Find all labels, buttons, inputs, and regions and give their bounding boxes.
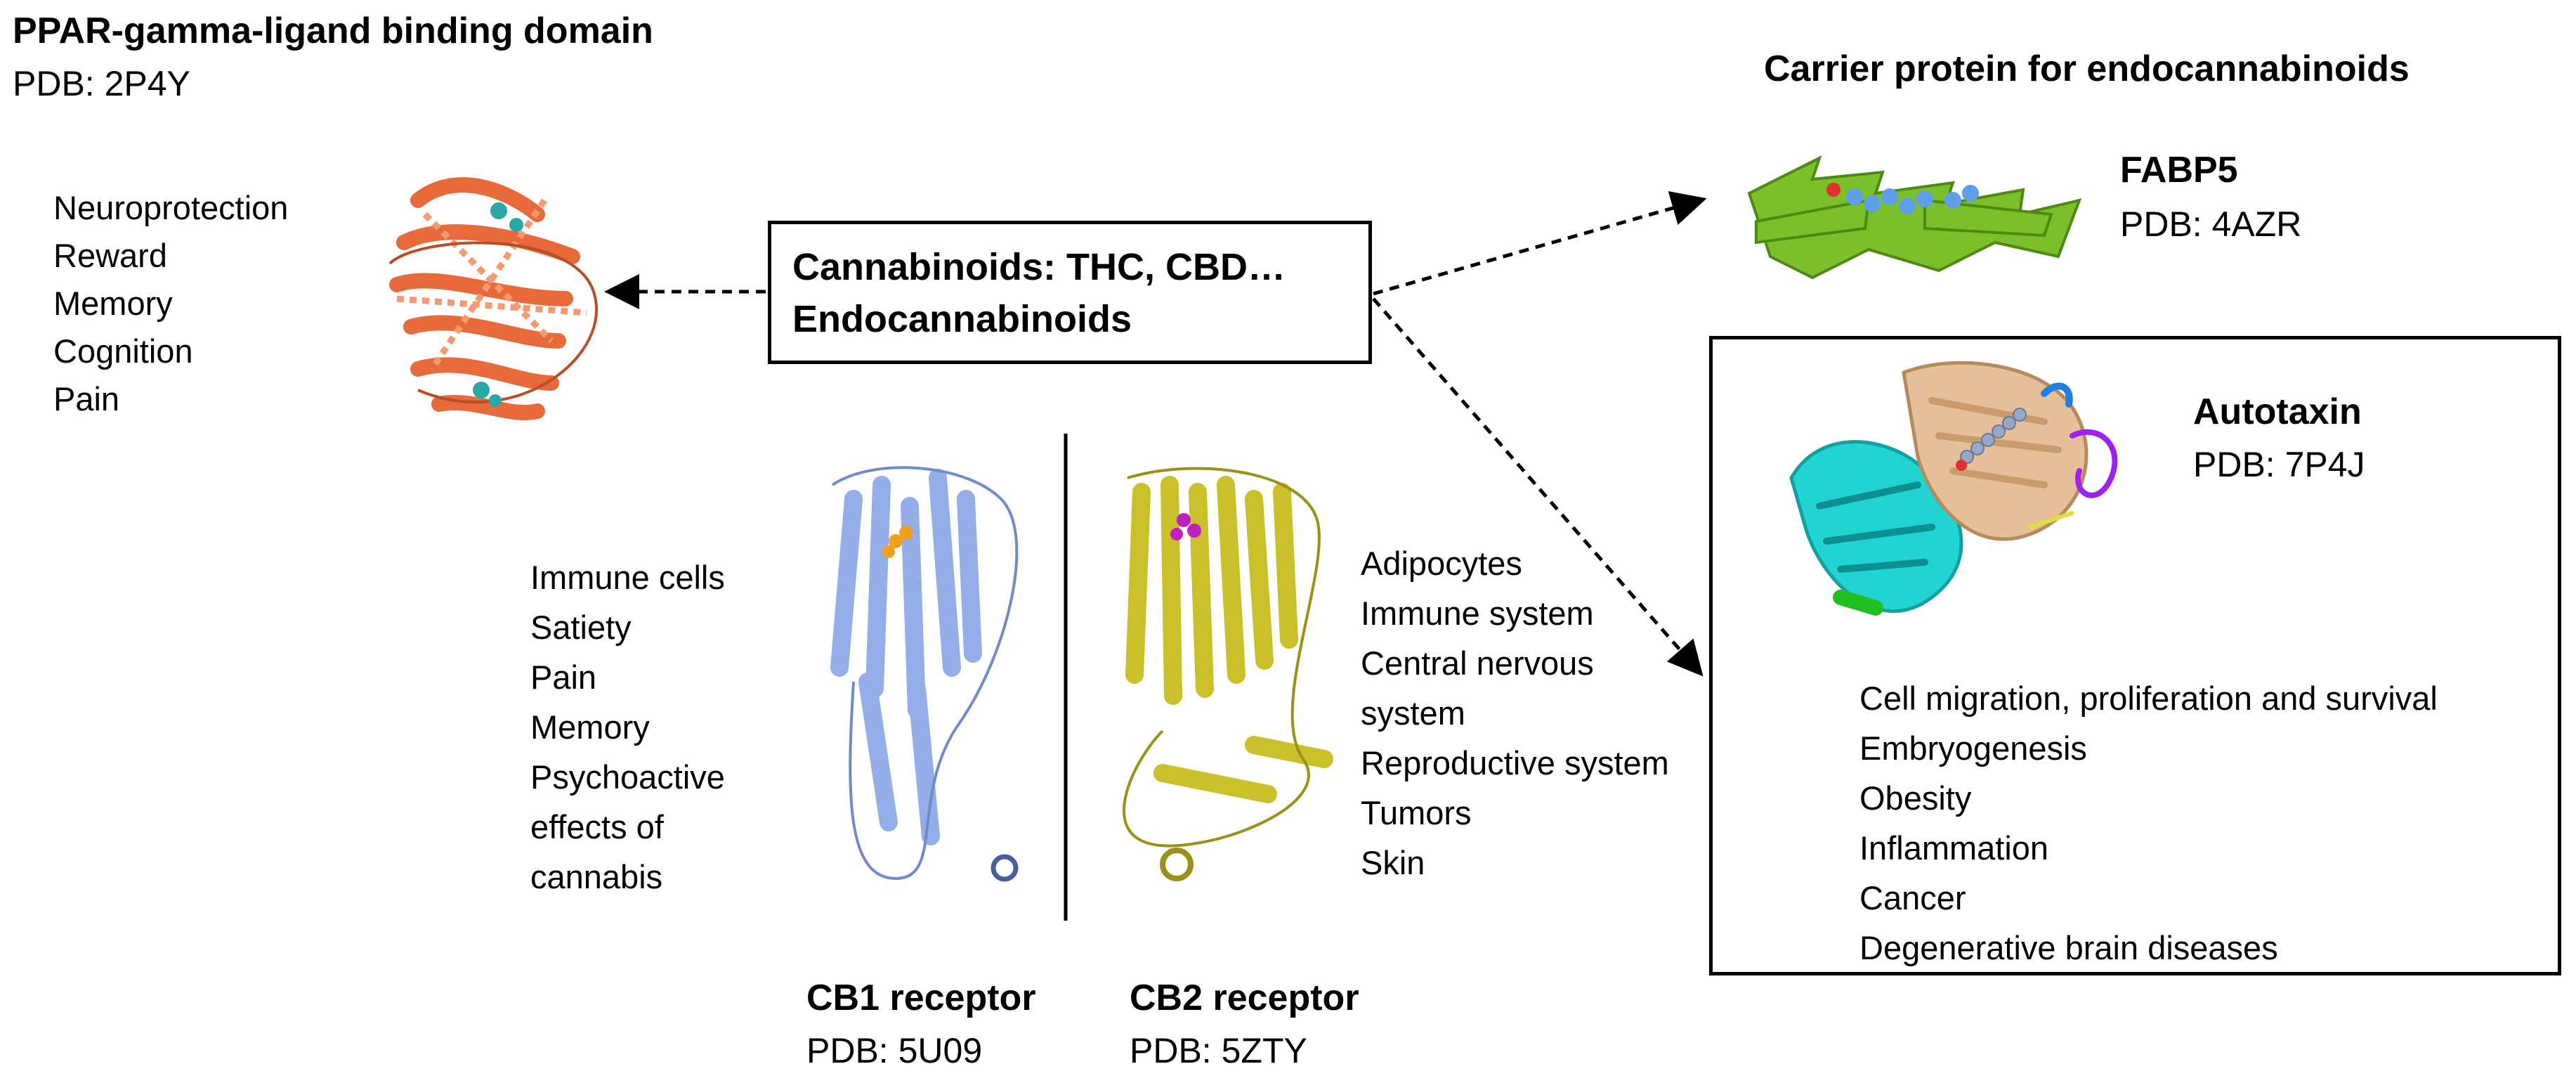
cb1-pdb: PDB: 5U09: [806, 1031, 983, 1070]
pparg-function-item: Reward: [53, 237, 167, 274]
cb2-function-item: Tumors: [1361, 794, 1472, 831]
pparg-function-item: Neuroprotection: [53, 189, 289, 226]
autotaxin-box: [1709, 336, 2561, 975]
cb1-name: CB1 receptor: [806, 978, 1036, 1018]
center-line-2: Endocannabinoids: [792, 298, 1132, 340]
pparg-title: PPAR-gamma-ligand binding domain: [13, 11, 653, 51]
pparg-function-item: Pain: [53, 380, 120, 417]
cb1-function-item: Pain: [530, 659, 597, 696]
cb2-function-item: Skin: [1361, 844, 1425, 881]
pparg-pdb: PDB: 2P4Y: [13, 64, 190, 103]
autotaxin-structure-image: [1789, 361, 2118, 616]
pparg-function-list: Neuroprotection Reward Memory Cognition …: [53, 184, 288, 423]
autotaxin-pdb: PDB: 7P4J: [2193, 445, 2365, 484]
cb2-function-item: Reproductive system: [1361, 744, 1669, 782]
cb1-function-item: effects of: [530, 808, 664, 845]
fabp5-structure-image: [1747, 155, 2082, 280]
cb2-function-item: system: [1361, 694, 1465, 732]
autotaxin-function-item: Embryogenesis: [1859, 729, 2087, 767]
autotaxin-function-item: Obesity: [1859, 779, 1972, 817]
cb1-function-list: Immune cells Satiety Pain Memory Psychoa…: [530, 552, 725, 902]
cb2-name: CB2 receptor: [1130, 978, 1359, 1018]
cb1-function-item: Psychoactive: [530, 758, 725, 796]
cb2-structure-image: [1123, 467, 1333, 881]
center-line-1: Cannabinoids: THC, CBD…: [792, 246, 1286, 288]
cb1-function-item: cannabis: [530, 858, 663, 895]
autotaxin-function-item: Cell migration, proliferation and surviv…: [1859, 680, 2438, 717]
cb1-function-item: Memory: [530, 708, 650, 746]
cb2-pdb: PDB: 5ZTY: [1130, 1031, 1307, 1070]
pparg-structure-image: [388, 177, 599, 421]
autotaxin-function-item: Degenerative brain diseases: [1859, 929, 2278, 966]
cb2-function-item: Immune system: [1361, 595, 1594, 632]
cb2-function-item: Central nervous: [1361, 644, 1594, 682]
carrier-heading: Carrier protein for endocannabinoids: [1764, 48, 2410, 89]
fabp5-name: FABP5: [2120, 150, 2238, 190]
autotaxin-function-item: Inflammation: [1859, 829, 2049, 867]
autotaxin-name: Autotaxin: [2193, 391, 2362, 432]
cb1-function-item: Immune cells: [530, 559, 725, 596]
autotaxin-function-list: Cell migration, proliferation and surviv…: [1859, 673, 2438, 973]
arrow-to-autotaxin: [1372, 297, 1704, 677]
fabp5-pdb: PDB: 4AZR: [2120, 205, 2302, 244]
pparg-function-item: Memory: [53, 285, 173, 322]
cb2-function-list: Adipocytes Immune system Central nervous…: [1361, 538, 1669, 888]
cb1-function-item: Satiety: [530, 609, 632, 646]
arrow-to-fabp5: [1373, 190, 1707, 296]
cb2-function-item: Adipocytes: [1361, 545, 1522, 582]
cannabinoids-box: Cannabinoids: THC, CBD… Endocannabinoids: [768, 221, 1372, 364]
autotaxin-function-item: Cancer: [1859, 879, 1966, 916]
cb1-structure-image: [830, 466, 1019, 882]
pparg-function-item: Cognition: [53, 332, 193, 370]
